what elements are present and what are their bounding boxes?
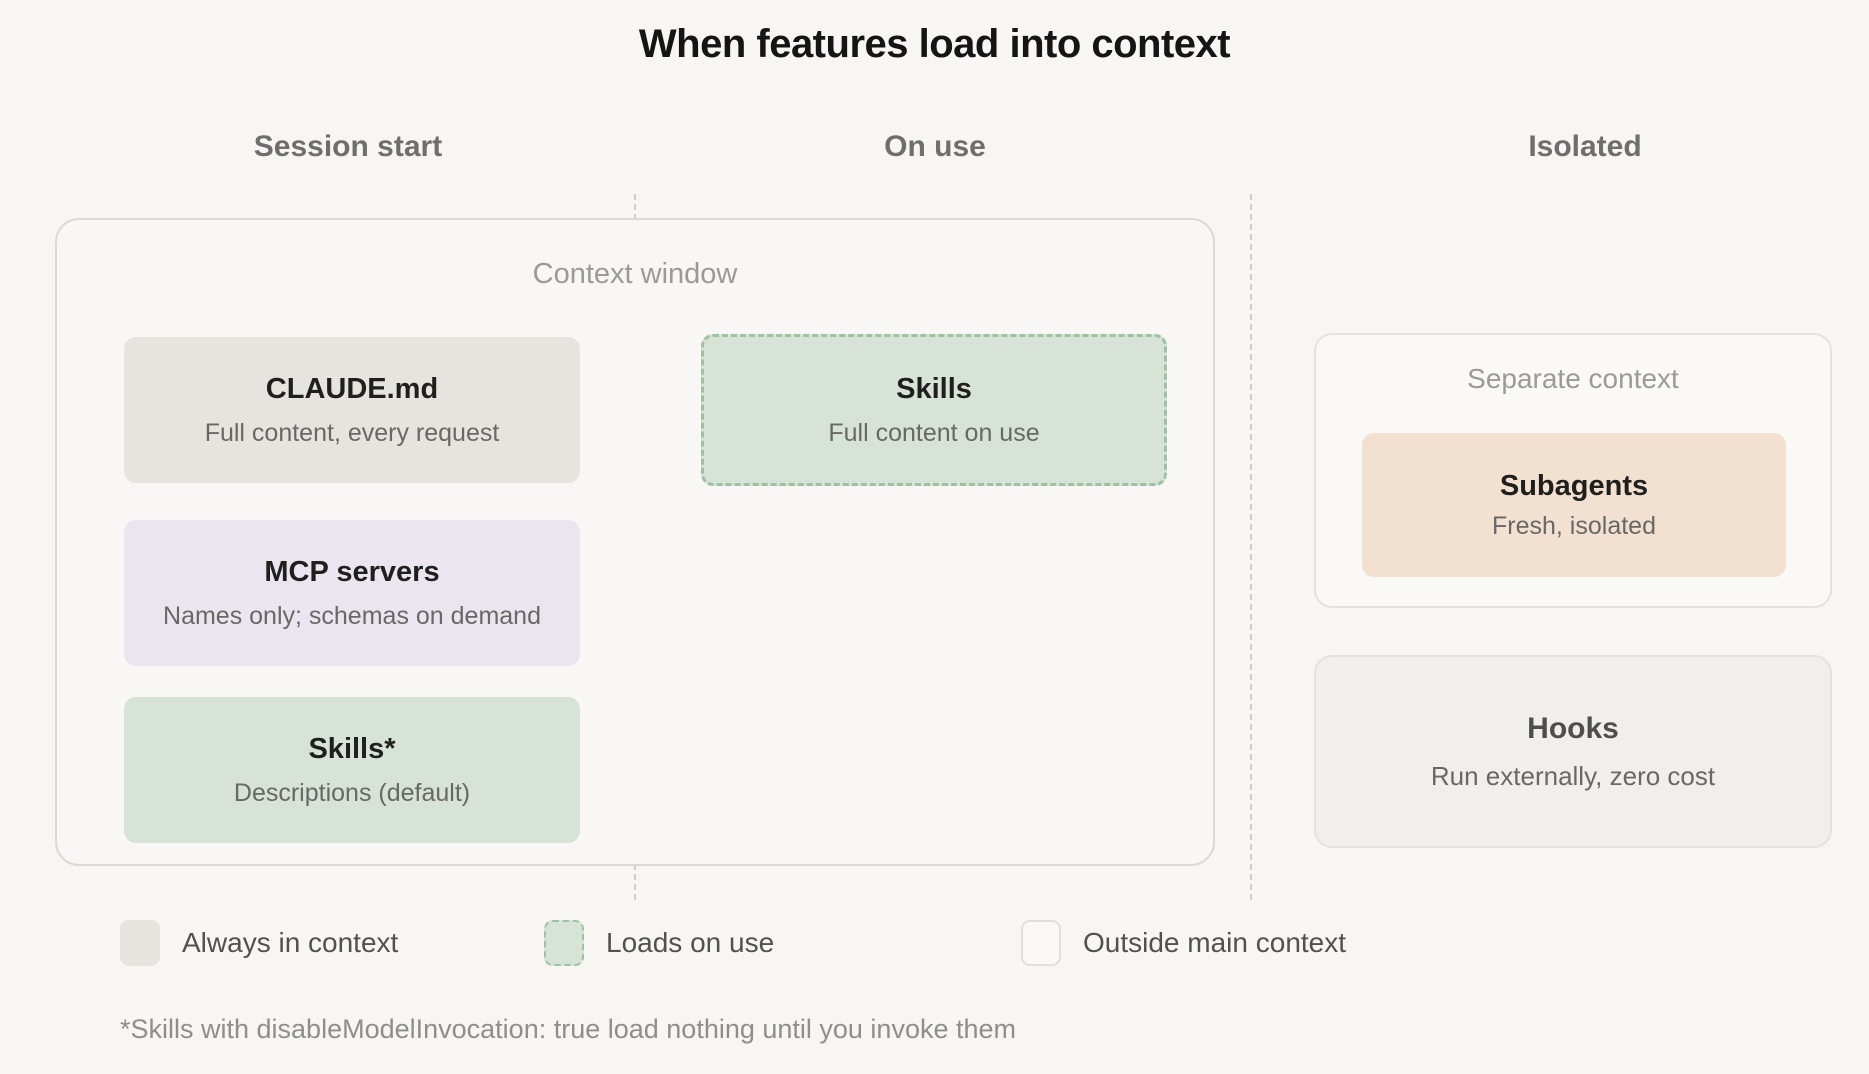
column-header-on-use: On use bbox=[884, 130, 986, 163]
footnote: *Skills with disableModelInvocation: tru… bbox=[120, 1014, 1017, 1044]
legend-item-outside-main-context: Outside main context bbox=[1021, 920, 1346, 966]
legend-swatch-outside-icon bbox=[1021, 920, 1061, 966]
feature-box-title: Skills bbox=[896, 372, 972, 405]
feature-box-subtitle: Descriptions (default) bbox=[233, 778, 471, 807]
feature-box-subtitle: Fresh, isolated bbox=[1492, 511, 1656, 540]
legend-item-loads-on-use: Loads on use bbox=[544, 920, 774, 966]
context-window-label: Context window bbox=[532, 258, 738, 290]
feature-box-hooks: Hooks Run externally, zero cost bbox=[1314, 655, 1832, 848]
column-divider-right-dashed bbox=[1250, 194, 1252, 900]
feature-box-mcp-servers: MCP servers Names only; schemas on deman… bbox=[124, 520, 580, 666]
separate-context-label: Separate context bbox=[1467, 363, 1679, 394]
column-header-session-start: Session start bbox=[253, 130, 443, 163]
feature-box-title: Skills* bbox=[308, 732, 396, 765]
feature-box-subtitle: Full content, every request bbox=[204, 418, 500, 447]
page-title: When features load into context bbox=[638, 22, 1231, 66]
separate-context-container: Separate context Subagents Fresh, isolat… bbox=[1314, 333, 1832, 608]
legend-label: Outside main context bbox=[1083, 927, 1347, 958]
feature-box-title: Subagents bbox=[1499, 469, 1649, 502]
feature-box-title: CLAUDE.md bbox=[265, 372, 439, 405]
feature-box-subagents: Subagents Fresh, isolated bbox=[1362, 433, 1786, 577]
feature-box-skills-on-use: Skills Full content on use bbox=[701, 334, 1167, 486]
feature-box-subtitle: Names only; schemas on demand bbox=[163, 601, 541, 630]
context-window-container: Context window CLAUDE.md Full content, e… bbox=[55, 218, 1215, 866]
feature-box-subtitle: Run externally, zero cost bbox=[1430, 760, 1716, 791]
legend-label: Loads on use bbox=[606, 927, 775, 958]
feature-box-title: MCP servers bbox=[264, 555, 440, 588]
feature-box-subtitle: Full content on use bbox=[828, 418, 1040, 447]
feature-box-title: Hooks bbox=[1527, 711, 1619, 745]
legend-swatch-always-icon bbox=[120, 920, 160, 966]
legend-item-always-in-context: Always in context bbox=[120, 920, 398, 966]
feature-box-claude-md: CLAUDE.md Full content, every request bbox=[124, 337, 580, 483]
feature-box-skills-default: Skills* Descriptions (default) bbox=[124, 697, 580, 843]
column-header-isolated: Isolated bbox=[1528, 130, 1642, 163]
legend-swatch-loads-on-use-icon bbox=[544, 920, 584, 966]
legend-label: Always in context bbox=[182, 927, 399, 958]
